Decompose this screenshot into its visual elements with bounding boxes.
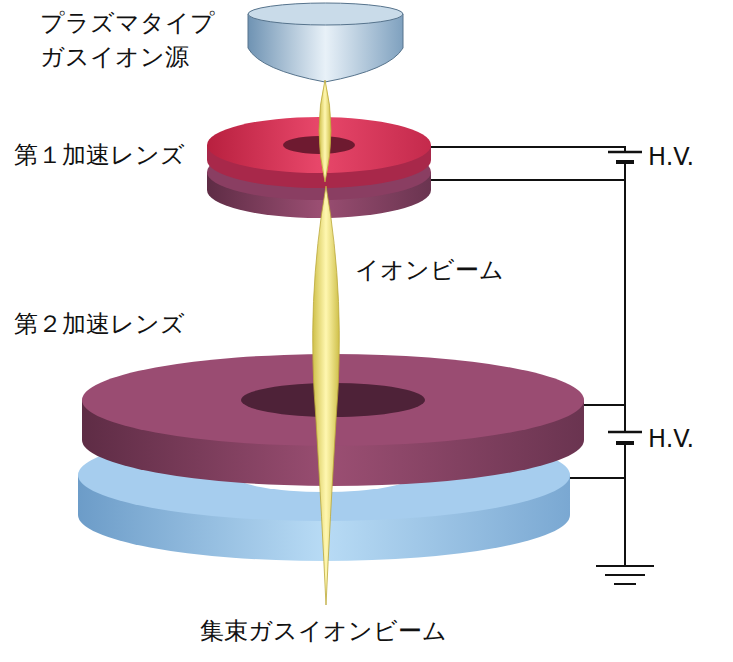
voltage-label: H.V. <box>648 422 694 456</box>
source-label: プラズマタイプ ガスイオン源 <box>40 6 230 74</box>
voltage-label: H.V. <box>648 140 694 174</box>
beam-label: 集束ガスイオンビーム <box>200 614 447 648</box>
beam-label: イオンビーム <box>355 253 504 287</box>
part-label: 第２加速レンズ <box>14 307 185 341</box>
hv-circuit <box>431 147 654 584</box>
ion-source <box>248 3 403 82</box>
ion-beam <box>313 80 340 605</box>
part-label: 第１加速レンズ <box>14 138 185 172</box>
